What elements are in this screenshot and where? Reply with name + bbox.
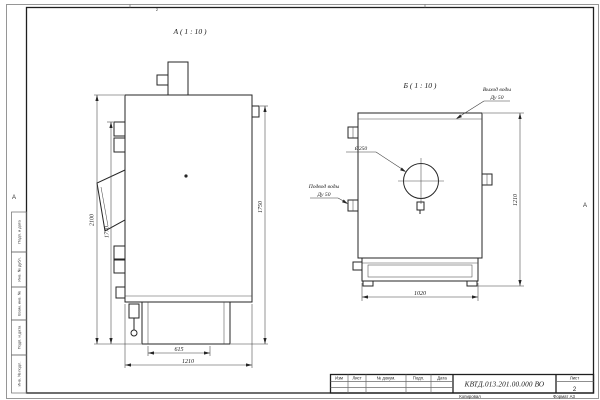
boiler-body-side	[124, 94, 253, 303]
title-col-podp: Подп.	[413, 376, 424, 381]
rear-stub	[251, 105, 260, 118]
stamp-box	[11, 354, 27, 394]
stamp-label: Подп. и дата	[17, 325, 22, 349]
ash-drawer	[361, 257, 479, 282]
dimension-value: 1020	[414, 291, 426, 297]
stamp-label: Инв. № подл.	[17, 362, 22, 387]
dimension-value: 2100	[90, 214, 96, 226]
base	[141, 301, 231, 345]
stamp-label: Взам. инв. №	[17, 291, 22, 316]
dimension-value: 1210	[182, 359, 194, 365]
sheet-number: 2	[573, 387, 577, 393]
outlet-label: Выход воды	[483, 86, 511, 93]
view-b-dimensions: 1210 1020	[361, 112, 524, 301]
doc-number: КВТД.013.201.00.000 ВО	[464, 381, 545, 389]
title-block-border	[329, 373, 595, 394]
latch	[115, 286, 126, 299]
view-a: А ( 1 : 10 )	[90, 27, 268, 368]
chimney	[167, 61, 189, 96]
arrowhead	[342, 199, 348, 204]
zone-letter-right: А	[583, 203, 587, 209]
view-a-geometry	[96, 61, 260, 345]
inlet-size-label: Ду 50	[316, 192, 330, 198]
arrowhead	[263, 106, 267, 112]
arrowhead	[263, 338, 267, 344]
arrowhead	[109, 338, 113, 344]
title-block: Изм Лист № докум. Подп. Дата КВТД.013.20…	[329, 373, 595, 399]
arrowhead	[148, 351, 154, 355]
arrowhead	[246, 363, 252, 367]
arrowhead	[456, 114, 462, 119]
arrowhead	[362, 295, 368, 299]
dimension-value: 1210	[513, 194, 519, 206]
title-col-data: Дата	[437, 376, 447, 381]
chimney-bracket	[156, 74, 169, 86]
title-col-list: Лист	[352, 376, 361, 381]
view-a-dimensions: 2100 1770 1750 615	[90, 94, 268, 368]
stamp-label: Инв. № дубл.	[17, 257, 22, 282]
title-col-izm: Изм	[335, 376, 343, 381]
view-b-annotations: Ø250 Выход воды Ду 50 Подвод воды Ду 50	[308, 86, 511, 204]
hinge	[113, 121, 126, 137]
hole-diameter-label: Ø250	[354, 146, 368, 152]
dimension-value: 1750	[258, 201, 264, 213]
zone-letter-left: А	[12, 195, 16, 201]
hinge	[113, 245, 126, 260]
arrowhead	[109, 122, 113, 128]
zone-number-top: 2	[156, 7, 159, 12]
loading-door	[96, 169, 126, 232]
margin-stamps: Подп. и дата Инв. № дубл. Взам. инв. № П…	[11, 211, 27, 394]
outlet-size-label: Ду 50	[489, 95, 503, 101]
arrowhead	[472, 295, 478, 299]
leader-line	[375, 151, 406, 172]
dimension-value: 615	[175, 347, 184, 353]
title-col-docum: № докум.	[377, 376, 396, 381]
drawer-panel	[367, 264, 473, 278]
view-b-geometry	[347, 112, 493, 287]
hinge	[113, 259, 126, 274]
handle	[416, 201, 425, 211]
inlet-label: Подвод воды	[308, 183, 340, 190]
sheet-label: Лист	[570, 376, 579, 381]
arrowhead	[400, 167, 406, 172]
foot	[362, 280, 374, 287]
leader-line	[456, 100, 485, 119]
object-line	[100, 186, 109, 227]
copied-label: Копировал	[459, 394, 481, 399]
dimension-value: 1770	[105, 226, 111, 238]
lever-knob	[130, 329, 138, 337]
arrowhead	[95, 95, 99, 101]
arrowhead	[125, 363, 131, 367]
center-mark	[184, 174, 188, 178]
arrowhead	[518, 280, 522, 286]
arrowhead	[95, 338, 99, 344]
outer-border	[6, 4, 599, 399]
lever-bracket	[128, 303, 140, 319]
boiler-body-front	[357, 112, 483, 259]
view-a-label: А ( 1 : 10 )	[172, 27, 207, 36]
arrowhead	[518, 113, 522, 119]
foot	[466, 280, 478, 287]
arrowhead	[204, 351, 210, 355]
view-b: Б ( 1 : 10 )	[308, 81, 524, 301]
drawer-hinge	[352, 261, 363, 271]
view-b-label: Б ( 1 : 10 )	[403, 81, 437, 90]
sheet-frame: 2 А А	[6, 4, 599, 399]
hinge	[113, 137, 126, 153]
format-label: Формат А3	[553, 394, 575, 399]
inner-frame	[25, 6, 595, 394]
stamp-label: Подп. и дата	[17, 219, 22, 243]
